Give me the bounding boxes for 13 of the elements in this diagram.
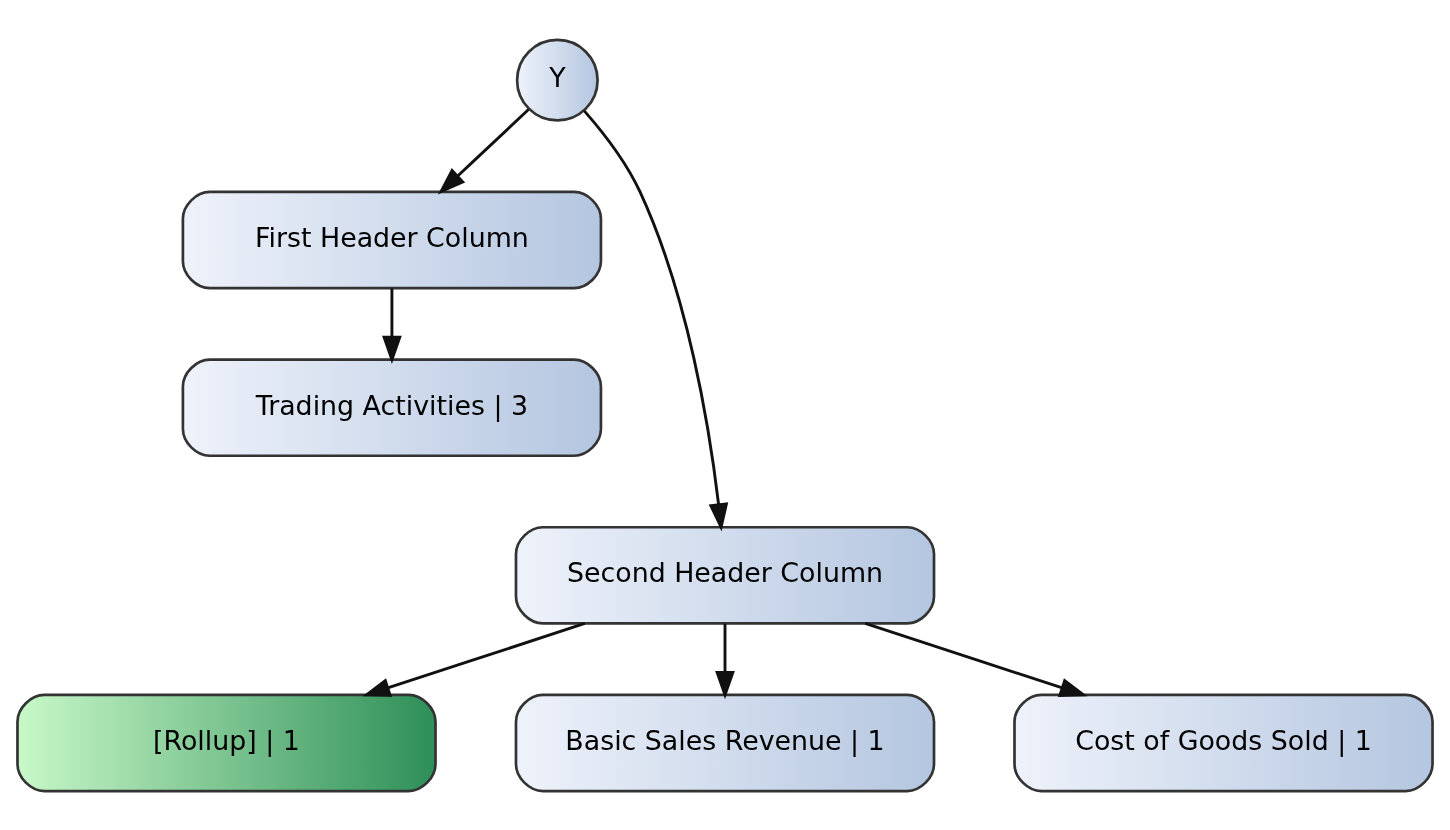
node-box: First Header Column — [181, 190, 603, 289]
node-box: Basic Sales Revenue | 1 — [514, 693, 936, 792]
arrow — [864, 621, 1088, 697]
node-box: Second Header Column — [514, 525, 936, 625]
arrow — [382, 288, 402, 364]
node-box: Trading Activities | 3 — [181, 357, 603, 457]
arrow — [715, 623, 735, 699]
node-box: Cost of Goods Sold | 1 — [1013, 693, 1434, 792]
arrow — [437, 107, 530, 195]
arrow — [362, 621, 586, 697]
node-circle: Y — [515, 38, 599, 122]
node-box: [Rollup] | 1 — [16, 693, 437, 792]
arrow — [583, 109, 729, 531]
